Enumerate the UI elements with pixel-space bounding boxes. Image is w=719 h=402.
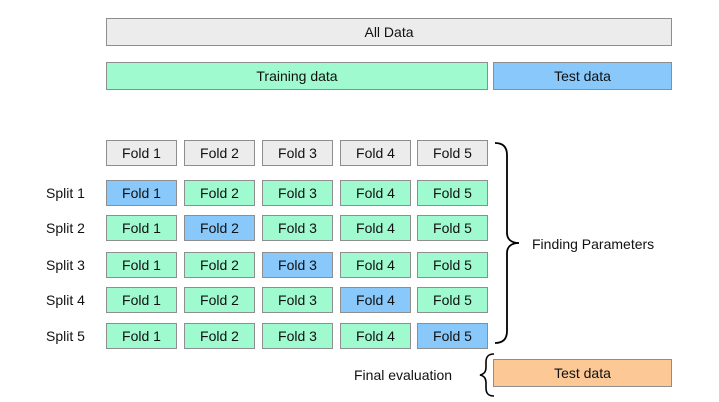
split-2-fold-5-train: Fold 5 [417,215,488,241]
fold-label: Fold 1 [122,292,161,308]
fold-label: Fold 5 [433,257,472,273]
fold-label: Fold 4 [356,185,395,201]
final-evaluation-brace [479,353,495,397]
split-1-fold-2-train: Fold 2 [184,180,255,206]
split-1-fold-1-test: Fold 1 [106,180,177,206]
test-data-label: Test data [554,68,611,84]
training-data-label: Training data [256,68,338,84]
final-test-data-label: Test data [554,365,611,381]
split-2-fold-4-train: Fold 4 [340,215,411,241]
split-3-fold-3-test: Fold 3 [262,252,333,278]
fold-label: Fold 1 [122,220,161,236]
finding-parameters-label: Finding Parameters [532,236,655,252]
fold-label: Fold 3 [278,185,317,201]
fold-label: Fold 5 [433,220,472,236]
fold-label: Fold 2 [200,328,239,344]
final-test-data-box: Test data [493,359,672,387]
split-label: Split 3 [46,257,85,273]
fold-label: Fold 2 [200,292,239,308]
split-5-fold-1-train: Fold 1 [106,323,177,349]
fold-label: Fold 2 [200,185,239,201]
fold-label: Fold 4 [356,257,395,273]
fold-label: Fold 1 [122,257,161,273]
split-4-fold-5-train: Fold 5 [417,287,488,313]
split-1-fold-3-train: Fold 3 [262,180,333,206]
test-data-box: Test data [493,62,672,90]
header-fold-1: Fold 1 [106,140,177,166]
fold-label: Fold 3 [278,220,317,236]
header-fold-2: Fold 2 [184,140,255,166]
fold-label: Fold 3 [278,292,317,308]
fold-label: Fold 4 [356,145,395,161]
split-5-fold-2-train: Fold 2 [184,323,255,349]
fold-label: Fold 2 [200,145,239,161]
fold-label: Fold 5 [433,145,472,161]
fold-label: Fold 3 [278,257,317,273]
split-label: Split 2 [46,220,85,236]
split-3-fold-2-train: Fold 2 [184,252,255,278]
training-data-box: Training data [106,62,488,90]
fold-label: Fold 1 [122,145,161,161]
split-1-fold-5-train: Fold 5 [417,180,488,206]
split-4-fold-1-train: Fold 1 [106,287,177,313]
fold-label: Fold 5 [433,292,472,308]
header-fold-5: Fold 5 [417,140,488,166]
split-label: Split 4 [46,292,85,308]
fold-label: Fold 5 [433,185,472,201]
split-label: Split 5 [46,328,85,344]
split-2-fold-1-train: Fold 1 [106,215,177,241]
split-3-fold-4-train: Fold 4 [340,252,411,278]
split-5-fold-5-test: Fold 5 [417,323,488,349]
fold-label: Fold 2 [200,220,239,236]
split-3-fold-5-train: Fold 5 [417,252,488,278]
split-5-fold-4-train: Fold 4 [340,323,411,349]
split-4-fold-3-train: Fold 3 [262,287,333,313]
split-2-fold-2-test: Fold 2 [184,215,255,241]
split-4-fold-4-test: Fold 4 [340,287,411,313]
all-data-box: All Data [106,18,672,46]
header-fold-3: Fold 3 [262,140,333,166]
split-4-fold-2-train: Fold 2 [184,287,255,313]
final-evaluation-label: Final evaluation [354,367,453,383]
fold-label: Fold 1 [122,185,161,201]
fold-label: Fold 2 [200,257,239,273]
fold-label: Fold 5 [433,328,472,344]
split-2-fold-3-train: Fold 3 [262,215,333,241]
fold-label: Fold 1 [122,328,161,344]
split-label: Split 1 [46,185,85,201]
fold-label: Fold 4 [356,220,395,236]
fold-label: Fold 4 [356,328,395,344]
fold-label: Fold 3 [278,328,317,344]
header-fold-4: Fold 4 [340,140,411,166]
split-5-fold-3-train: Fold 3 [262,323,333,349]
split-1-fold-4-train: Fold 4 [340,180,411,206]
all-data-label: All Data [364,24,414,40]
fold-label: Fold 3 [278,145,317,161]
split-3-fold-1-train: Fold 1 [106,252,177,278]
fold-label: Fold 4 [356,292,395,308]
